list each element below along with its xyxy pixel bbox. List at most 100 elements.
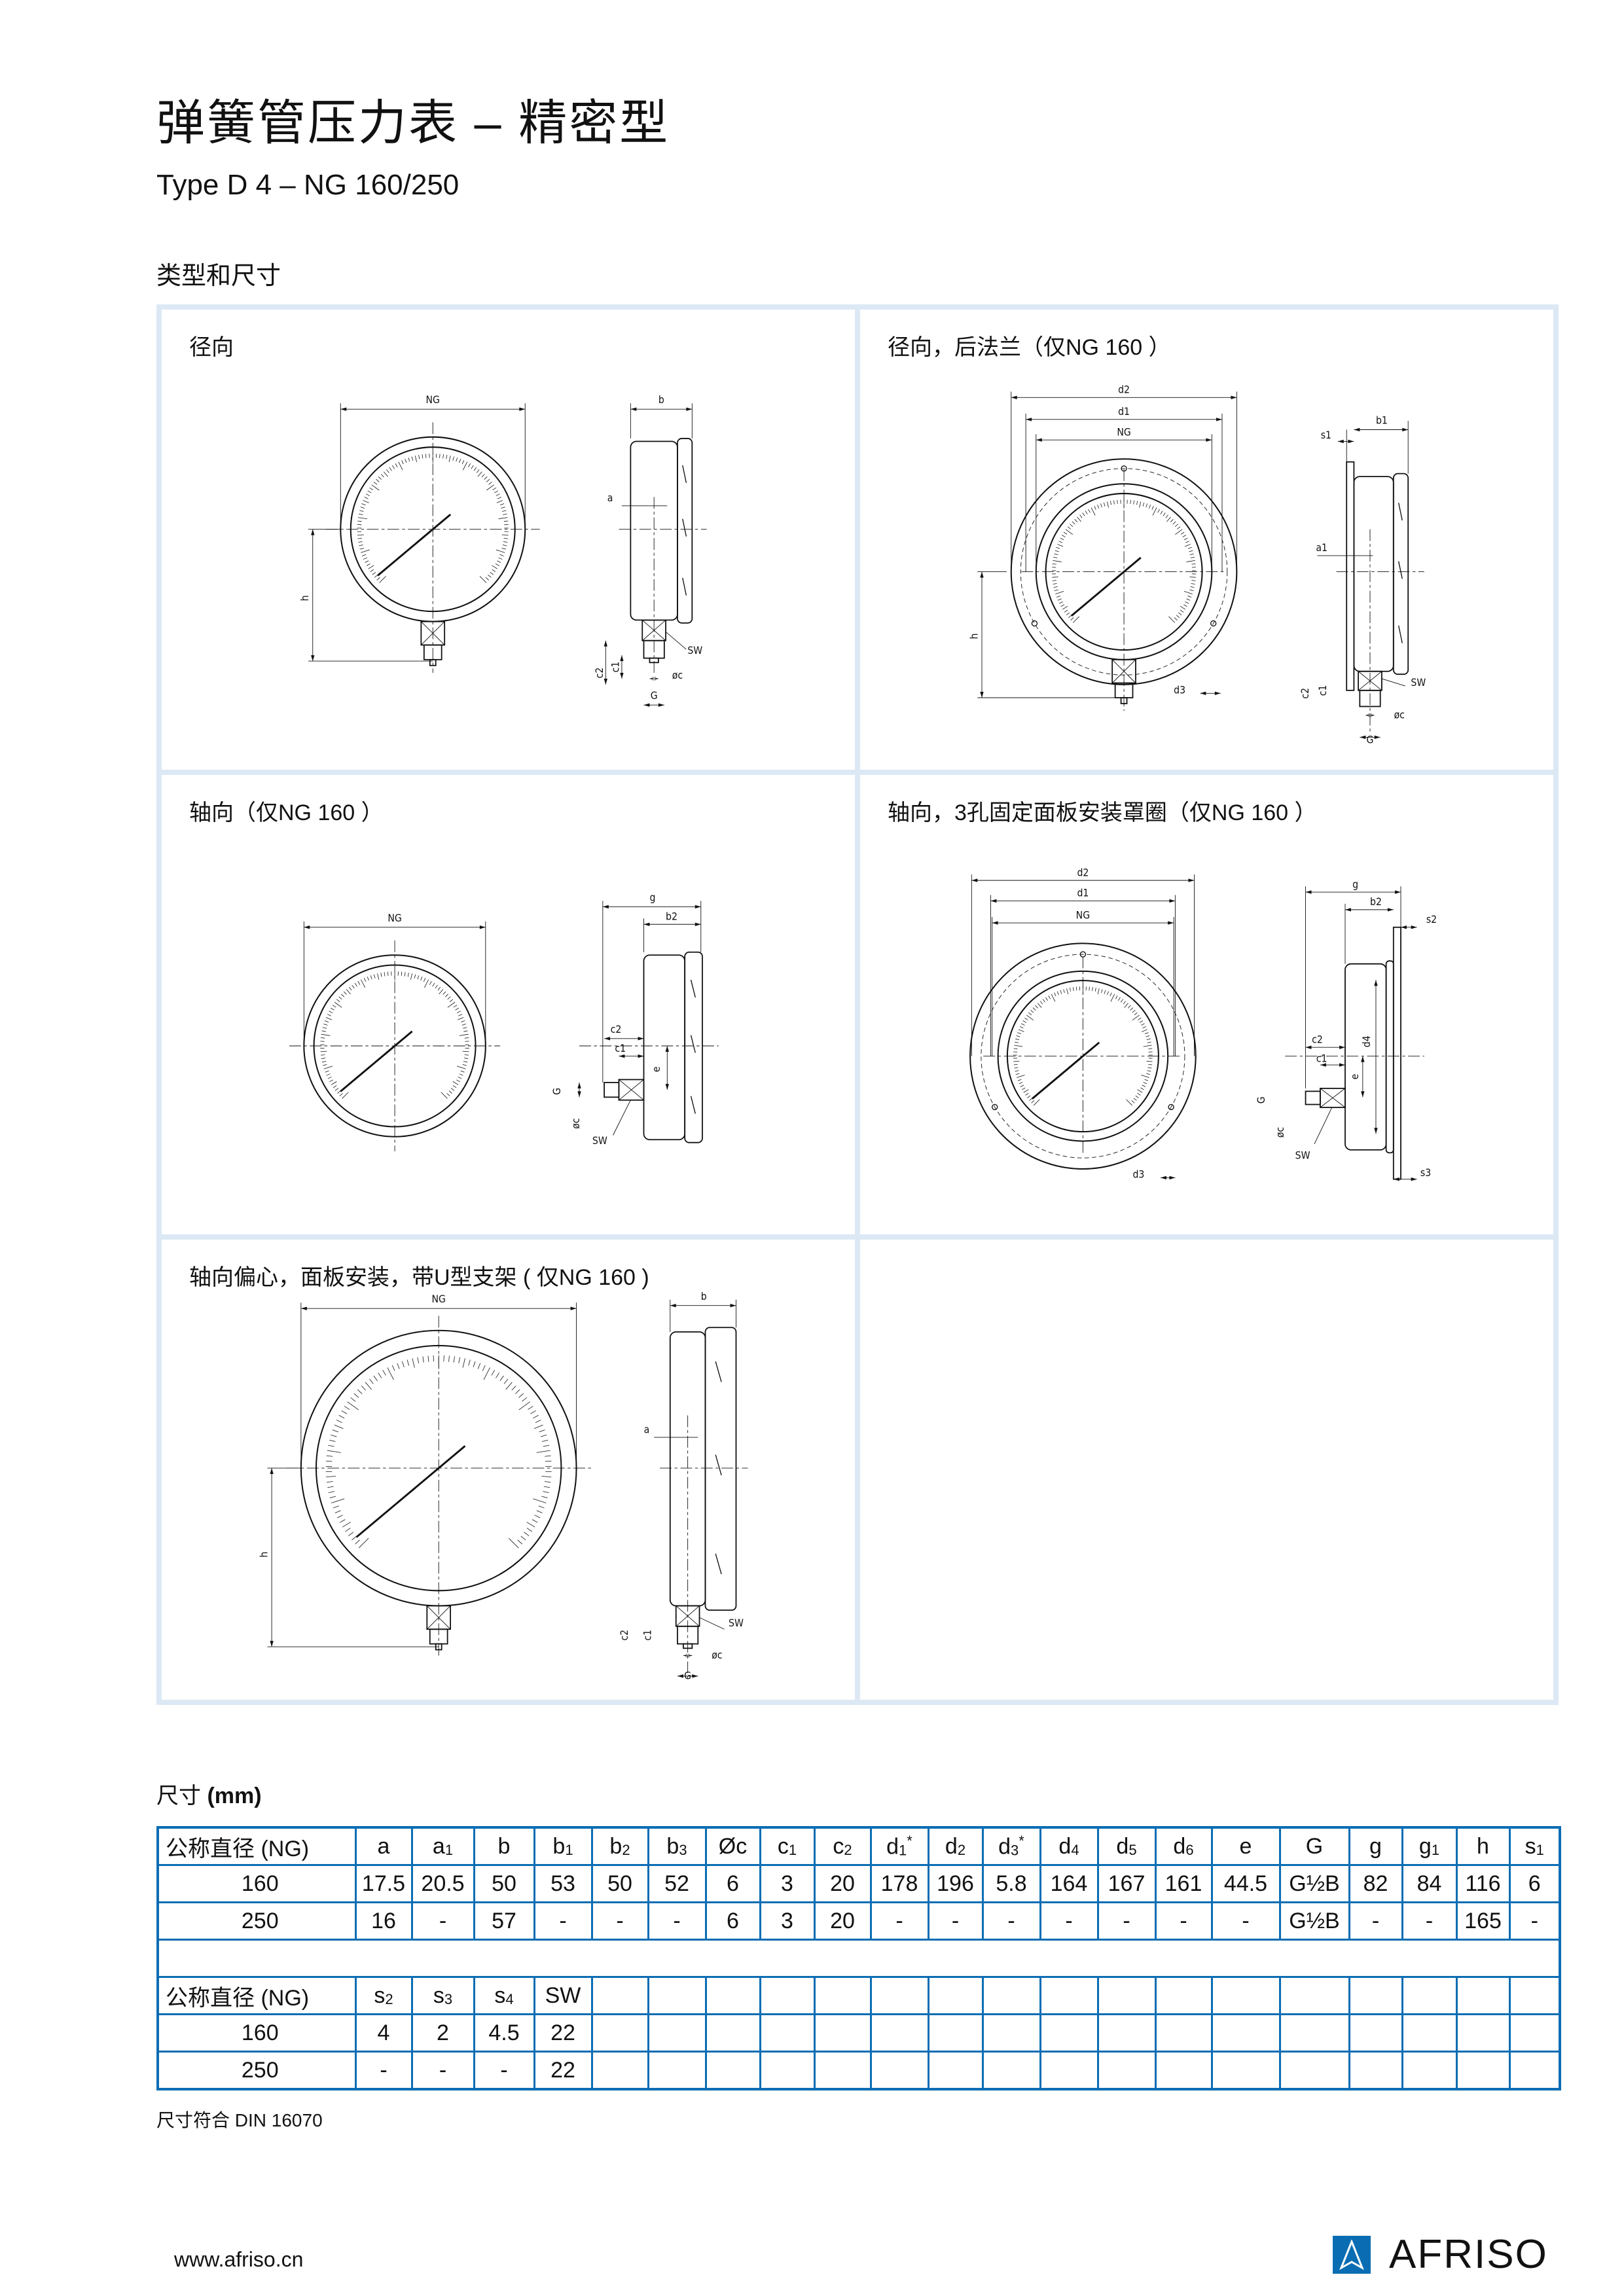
scale-tick	[1065, 529, 1074, 535]
scale-tick	[461, 460, 465, 465]
table-cell: -	[1401, 1901, 1458, 1941]
header-label: G	[1305, 1833, 1324, 1859]
scale-tick	[336, 1420, 342, 1424]
scale-tick	[1157, 509, 1160, 513]
dimension-label: SW	[687, 644, 702, 656]
scale-tick	[320, 1050, 327, 1052]
header-label: c	[777, 1833, 789, 1859]
scale-tick	[1021, 1087, 1026, 1090]
header-label: s	[433, 1982, 444, 2008]
scale-tick	[342, 1522, 351, 1528]
scale-tick	[453, 1004, 458, 1007]
hex-cross	[1111, 659, 1136, 683]
table-cell: 52	[647, 1864, 707, 1903]
scale-tick	[486, 484, 495, 491]
scale-tick	[373, 974, 376, 978]
scale-tick	[352, 984, 355, 988]
dimension-arrow	[1393, 1177, 1417, 1181]
header-label: d	[886, 1834, 899, 1859]
scale-tick	[378, 1372, 382, 1378]
scale-tick	[387, 1367, 394, 1380]
scale-tick	[414, 974, 416, 978]
scale-tick	[358, 517, 368, 520]
header-cell	[1278, 1976, 1350, 2015]
header-subscript: 3	[444, 1990, 453, 2007]
glass-reflection	[715, 1553, 722, 1575]
header-label: b	[552, 1833, 566, 1859]
header-cell: g	[1348, 1826, 1403, 1866]
scale-tick	[1025, 1092, 1029, 1096]
dimension-label: b	[701, 1290, 707, 1302]
scale-tick	[522, 1397, 528, 1402]
table-cell	[704, 2051, 761, 2090]
scale-tick	[1140, 1087, 1144, 1090]
scale-tick	[1147, 1069, 1151, 1071]
header-cell: b2	[590, 1826, 649, 1866]
table-cell: 6	[1508, 1864, 1561, 1903]
table-cell	[1348, 2013, 1403, 2053]
table-cell	[981, 2013, 1041, 2053]
scale-tick	[1143, 1081, 1147, 1084]
scale-tick	[533, 1415, 539, 1419]
scale-tick	[327, 1076, 332, 1079]
scale-tick	[1018, 1029, 1024, 1032]
scale-tick	[1064, 609, 1068, 613]
scale-tick	[1023, 1088, 1029, 1093]
dimension-label: d4	[1360, 1035, 1373, 1047]
scale-tick	[344, 1406, 350, 1410]
table-cell: -	[927, 1901, 984, 1941]
scale-tick	[1015, 1069, 1019, 1071]
header-label: g	[1369, 1833, 1382, 1859]
header-subscript: 1	[788, 1841, 797, 1858]
scale-tick	[1020, 1085, 1024, 1087]
scale-tick	[1017, 1074, 1025, 1078]
dimension-label: g	[649, 891, 655, 903]
hex-cross	[1358, 671, 1382, 691]
scale-tick	[458, 1357, 460, 1364]
scale-tick	[328, 1491, 335, 1494]
dimension-label: øc	[672, 669, 683, 681]
scale-tick	[427, 1355, 429, 1363]
scale-tick	[334, 1425, 344, 1429]
scale-tick	[509, 1538, 519, 1549]
scale-tick	[331, 1435, 337, 1437]
scale-tick	[334, 1001, 342, 1008]
header-cell	[759, 1976, 816, 2015]
scale-tick	[1141, 1023, 1145, 1026]
table-cell	[1508, 2013, 1561, 2053]
scale-tick	[1141, 1074, 1149, 1078]
scale-tick	[1053, 556, 1058, 558]
footer-url[interactable]: www.afriso.cn	[174, 2248, 304, 2271]
scale-tick	[1057, 544, 1064, 547]
table-cell: 44.5	[1210, 1864, 1281, 1903]
dimension-label: e	[650, 1066, 662, 1072]
scale-tick	[328, 1445, 334, 1447]
table-cell: -	[1210, 1901, 1281, 1941]
header-cell: a	[354, 1826, 413, 1866]
scale-tick	[501, 510, 507, 512]
rear-flange-plate	[1346, 461, 1355, 691]
dimension-label: a1	[1316, 541, 1327, 554]
header-cell: c1	[759, 1826, 816, 1866]
scale-tick	[355, 1539, 360, 1545]
header-cell	[1210, 1976, 1281, 2015]
scale-tick	[448, 1355, 450, 1363]
scale-tick	[536, 1450, 550, 1454]
dimension-arrow	[1354, 427, 1409, 432]
scale-tick	[1147, 1067, 1152, 1068]
table-cell	[1455, 2051, 1511, 2090]
scale-tick	[456, 1079, 460, 1082]
scale-tick	[1100, 503, 1102, 508]
scale-tick	[1136, 501, 1138, 505]
scale-tick	[1013, 1060, 1020, 1062]
scale-tick	[524, 1532, 530, 1537]
table-cell: 196	[927, 1864, 984, 1903]
scale-tick	[1070, 524, 1074, 528]
dimension-label: b2	[1370, 895, 1382, 908]
scale-tick	[376, 577, 380, 581]
table-cell	[869, 2013, 929, 2053]
scale-tick	[1137, 1088, 1143, 1093]
table-cell	[759, 2051, 816, 2090]
